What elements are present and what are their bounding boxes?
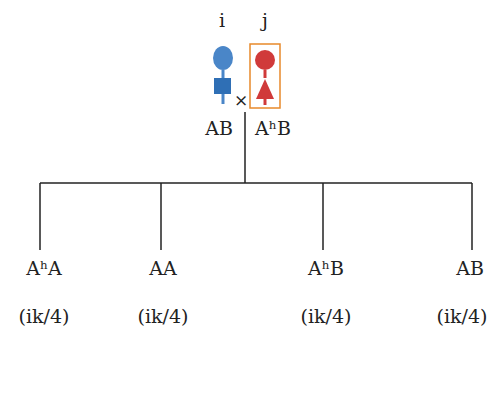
offspring-genotype: AA [149, 258, 176, 279]
parent-genotype: AB [205, 118, 233, 139]
parent-letter: j [262, 10, 268, 31]
offspring-genotype: AʰA [26, 258, 62, 279]
offspring-fraction: (ik/4) [301, 306, 352, 327]
cross-sign: × [234, 91, 248, 110]
parent-genotype: AʰB [255, 118, 291, 139]
parent-letter: i [219, 10, 225, 31]
male-icon [213, 46, 233, 104]
female-icon [250, 44, 280, 108]
offspring-fraction: (ik/4) [138, 306, 189, 327]
offspring-fraction: (ik/4) [19, 306, 70, 327]
offspring-fraction: (ik/4) [437, 306, 488, 327]
offspring-genotype: AʰB [308, 258, 344, 279]
offspring-genotype: AB [456, 258, 484, 279]
tree-lines [40, 112, 472, 250]
